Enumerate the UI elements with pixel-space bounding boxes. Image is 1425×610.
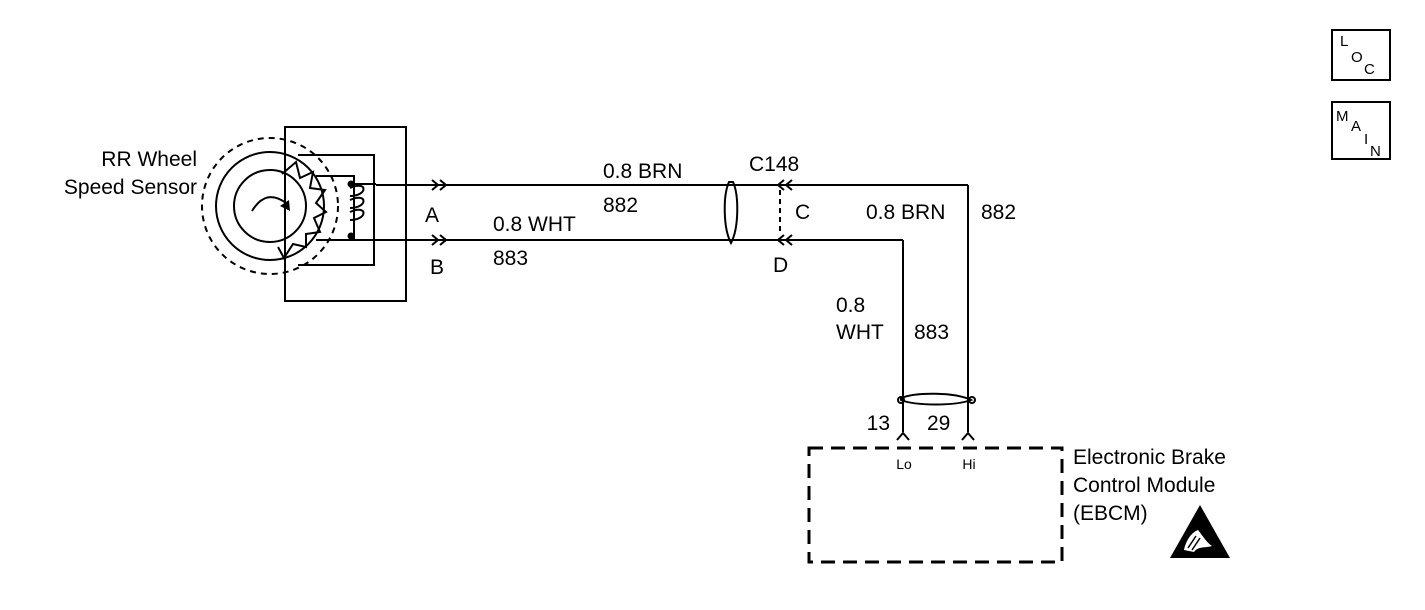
sensor-coil-icon [349,184,365,221]
c148-pin-d-chevron-icon [784,234,793,246]
esd-warning-icon [1170,505,1230,558]
c148-pin-c-chevron-icon [776,179,785,191]
connector-pin-c-label: C [795,201,810,224]
sensor-rotor-outer [215,151,325,261]
wire-lower-left-color: 0.8 WHT [493,213,576,236]
main-icon-letter: N [1370,143,1381,160]
wire-upper-right-circuit: 882 [981,201,1016,224]
connector-pin-d-label: D [773,254,788,277]
terminal-a-chevron-icon [431,179,440,191]
loc-icon-letter: C [1364,61,1375,78]
terminal-b-chevron-icon [431,234,440,246]
terminal-a-label: A [425,204,439,227]
loc-icon-letter: O [1351,49,1363,66]
ebcm-box [807,446,1064,564]
wire-vertical-color-line2: WHT [836,321,884,344]
sensor-coil-frame [298,154,375,266]
ebcm-pin-hi-label: Hi [962,456,975,472]
sensor-rotor-inner [233,169,307,243]
ebcm-pin-lo-chevron-icon [896,431,910,441]
twisted-pair-left-icon [723,181,739,246]
sensor-label-line2: Speed Sensor [64,176,197,199]
terminal-b-chevron-icon [439,234,448,246]
terminal-b-label: B [430,256,444,279]
main-icon-letter: A [1351,118,1361,135]
sensor-housing [284,126,407,302]
ebcm-label-line2: Control Module [1073,474,1215,497]
ebcm-pin-hi-chevron-icon [961,431,975,441]
coil-terminal-dot [347,180,355,188]
ebcm-label-line1: Electronic Brake [1073,446,1226,469]
ebcm-label-line3: (EBCM) [1073,502,1148,525]
loc-icon[interactable]: L O C [1331,29,1391,81]
wire-upper-left-circuit: 882 [603,194,638,217]
wire-vertical-color-line1: 0.8 [836,294,865,317]
wheel-speed-sensor [201,126,407,302]
sensor-label-line1: RR Wheel [101,148,197,171]
wire-vertical-circuit: 883 [914,321,949,344]
sensor-tone-ring-outline [201,137,339,275]
wire-upper-right-color: 0.8 BRN [866,201,945,224]
sensor-teeth-zigzag [277,160,328,260]
rotation-arrow-icon [251,196,287,212]
c148-pin-d-chevron-icon [776,234,785,246]
main-icon-letter: M [1336,108,1349,125]
connector-c148-label: C148 [749,153,799,176]
ebcm-pin-lo-number: 13 [867,412,890,435]
rotation-arrow-head-icon [280,200,290,211]
ebcm-pin-hi-number: 29 [927,412,950,435]
main-icon[interactable]: M A I N [1331,101,1391,160]
twist-end-dot [968,396,976,404]
coil-terminal-dot [347,232,355,240]
wires [376,179,976,441]
terminal-a-chevron-icon [439,179,448,191]
ebcm-pin-lo-label: Lo [896,456,912,472]
twisted-pair-bottom-icon [900,392,974,406]
wire-upper-left-color: 0.8 BRN [603,160,682,183]
twist-end-dot [897,396,905,404]
wire-lower-left-circuit: 883 [493,247,528,270]
loc-icon-letter: L [1340,33,1348,50]
c148-pin-c-chevron-icon [784,179,793,191]
main-icon-letter: I [1364,131,1368,148]
